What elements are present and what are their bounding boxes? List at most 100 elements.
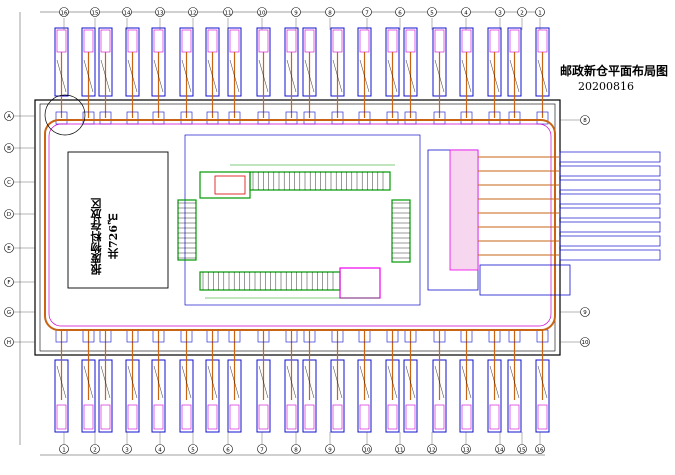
axis-bubble bbox=[325, 7, 335, 17]
axis-bubble bbox=[223, 7, 233, 17]
truck-cab bbox=[286, 404, 297, 430]
axis-label: 9 bbox=[583, 310, 587, 316]
discharge-station bbox=[339, 267, 381, 299]
axis-bubble bbox=[122, 7, 132, 17]
axis-bubble bbox=[59, 444, 69, 454]
dock-hatch bbox=[127, 365, 138, 399]
axis-label: 16 bbox=[537, 448, 544, 454]
axis-label: F bbox=[7, 280, 10, 286]
dock-hatch bbox=[153, 365, 164, 399]
truck-cab bbox=[509, 404, 520, 430]
axis-label: 10 bbox=[259, 11, 266, 17]
truck-cab bbox=[332, 29, 343, 53]
truck-cab bbox=[56, 29, 67, 53]
sorter-right bbox=[391, 199, 411, 263]
axis-label: G bbox=[7, 310, 11, 316]
axis-label: 2 bbox=[93, 448, 97, 454]
axis-label: E bbox=[7, 246, 11, 252]
dock-hatch bbox=[304, 59, 315, 93]
axis-label: 10 bbox=[582, 340, 589, 346]
axis-bubble bbox=[325, 444, 335, 454]
axis-bubble bbox=[223, 444, 233, 454]
truck-cab bbox=[258, 29, 269, 53]
sorter-left bbox=[177, 199, 197, 261]
truck-cab bbox=[537, 29, 548, 53]
conveyor-loop bbox=[44, 94, 556, 331]
axis-bubble bbox=[291, 7, 301, 17]
red-chute bbox=[214, 175, 246, 195]
zone-area: 共726㎡ bbox=[107, 214, 120, 259]
dock-hatch bbox=[434, 365, 445, 399]
truck-cab bbox=[100, 404, 111, 430]
axis-bubble bbox=[535, 444, 545, 454]
sorter-line-bottom bbox=[199, 271, 341, 291]
axis-label: 13 bbox=[157, 11, 164, 17]
axis-label: 4 bbox=[158, 448, 162, 454]
dock-hatch bbox=[387, 59, 398, 93]
truck-cab bbox=[489, 404, 500, 430]
axis-label: H bbox=[7, 340, 11, 346]
truck-cab bbox=[56, 404, 67, 430]
truck-cab bbox=[387, 404, 398, 430]
dock-hatch bbox=[181, 365, 192, 399]
truck-cab bbox=[100, 29, 111, 53]
dock-hatch bbox=[153, 59, 164, 93]
truck-cab bbox=[304, 404, 315, 430]
axis-label: 9 bbox=[328, 448, 332, 454]
axis-label: 10 bbox=[364, 448, 371, 454]
axis-bubble bbox=[495, 7, 505, 17]
axis-label: 5 bbox=[191, 448, 195, 454]
axis-bubble bbox=[517, 7, 527, 17]
dock-hatch bbox=[56, 59, 67, 93]
axis-bubble bbox=[122, 444, 132, 454]
axis-label: C bbox=[7, 180, 11, 186]
right-lower-bay bbox=[479, 264, 571, 296]
dock-hatch bbox=[83, 365, 94, 399]
truck-cab bbox=[153, 29, 164, 53]
axis-bubble bbox=[90, 444, 100, 454]
bottom-docks bbox=[54, 329, 550, 433]
sorter-boundary bbox=[184, 134, 421, 306]
detail-circle bbox=[44, 94, 86, 136]
drawing-date: 20200816 bbox=[578, 80, 634, 93]
axis-bubble bbox=[188, 7, 198, 17]
dock-hatch bbox=[127, 59, 138, 93]
axis-bubble bbox=[395, 444, 405, 454]
scrap-storage-area bbox=[67, 151, 169, 289]
truck-cab bbox=[127, 29, 138, 53]
axis-bubble bbox=[4, 277, 14, 287]
axis-label: 13 bbox=[463, 448, 470, 454]
axis-bubble bbox=[155, 7, 165, 17]
dock-hatch bbox=[489, 59, 500, 93]
truck-cab bbox=[304, 29, 315, 53]
dock-hatch bbox=[83, 59, 94, 93]
dock-hatch bbox=[100, 59, 111, 93]
axis-label: A bbox=[7, 114, 11, 120]
axis-label: 8 bbox=[294, 448, 298, 454]
axis-label: 11 bbox=[397, 448, 404, 454]
truck-cab bbox=[509, 29, 520, 53]
axis-label: 1 bbox=[62, 448, 66, 454]
axis-label: 7 bbox=[365, 11, 369, 17]
dock-hatch bbox=[332, 365, 343, 399]
axis-bubble bbox=[580, 115, 590, 125]
dock-hatch bbox=[229, 59, 240, 93]
truck-cab bbox=[434, 404, 445, 430]
axis-bubble bbox=[495, 444, 505, 454]
axis-bubble bbox=[155, 444, 165, 454]
axis-label: 15 bbox=[519, 448, 526, 454]
right-truck-bay bbox=[559, 151, 661, 163]
truck-cab bbox=[405, 29, 416, 53]
axis-label: 14 bbox=[497, 448, 504, 454]
dock-hatch bbox=[359, 59, 370, 93]
axis-label: 3 bbox=[498, 11, 502, 17]
dock-hatch bbox=[405, 59, 416, 93]
truck-cab bbox=[461, 29, 472, 53]
axis-bubble bbox=[257, 7, 267, 17]
axis-bubble bbox=[427, 444, 437, 454]
axis-bubble bbox=[395, 7, 405, 17]
truck-cab bbox=[286, 29, 297, 53]
